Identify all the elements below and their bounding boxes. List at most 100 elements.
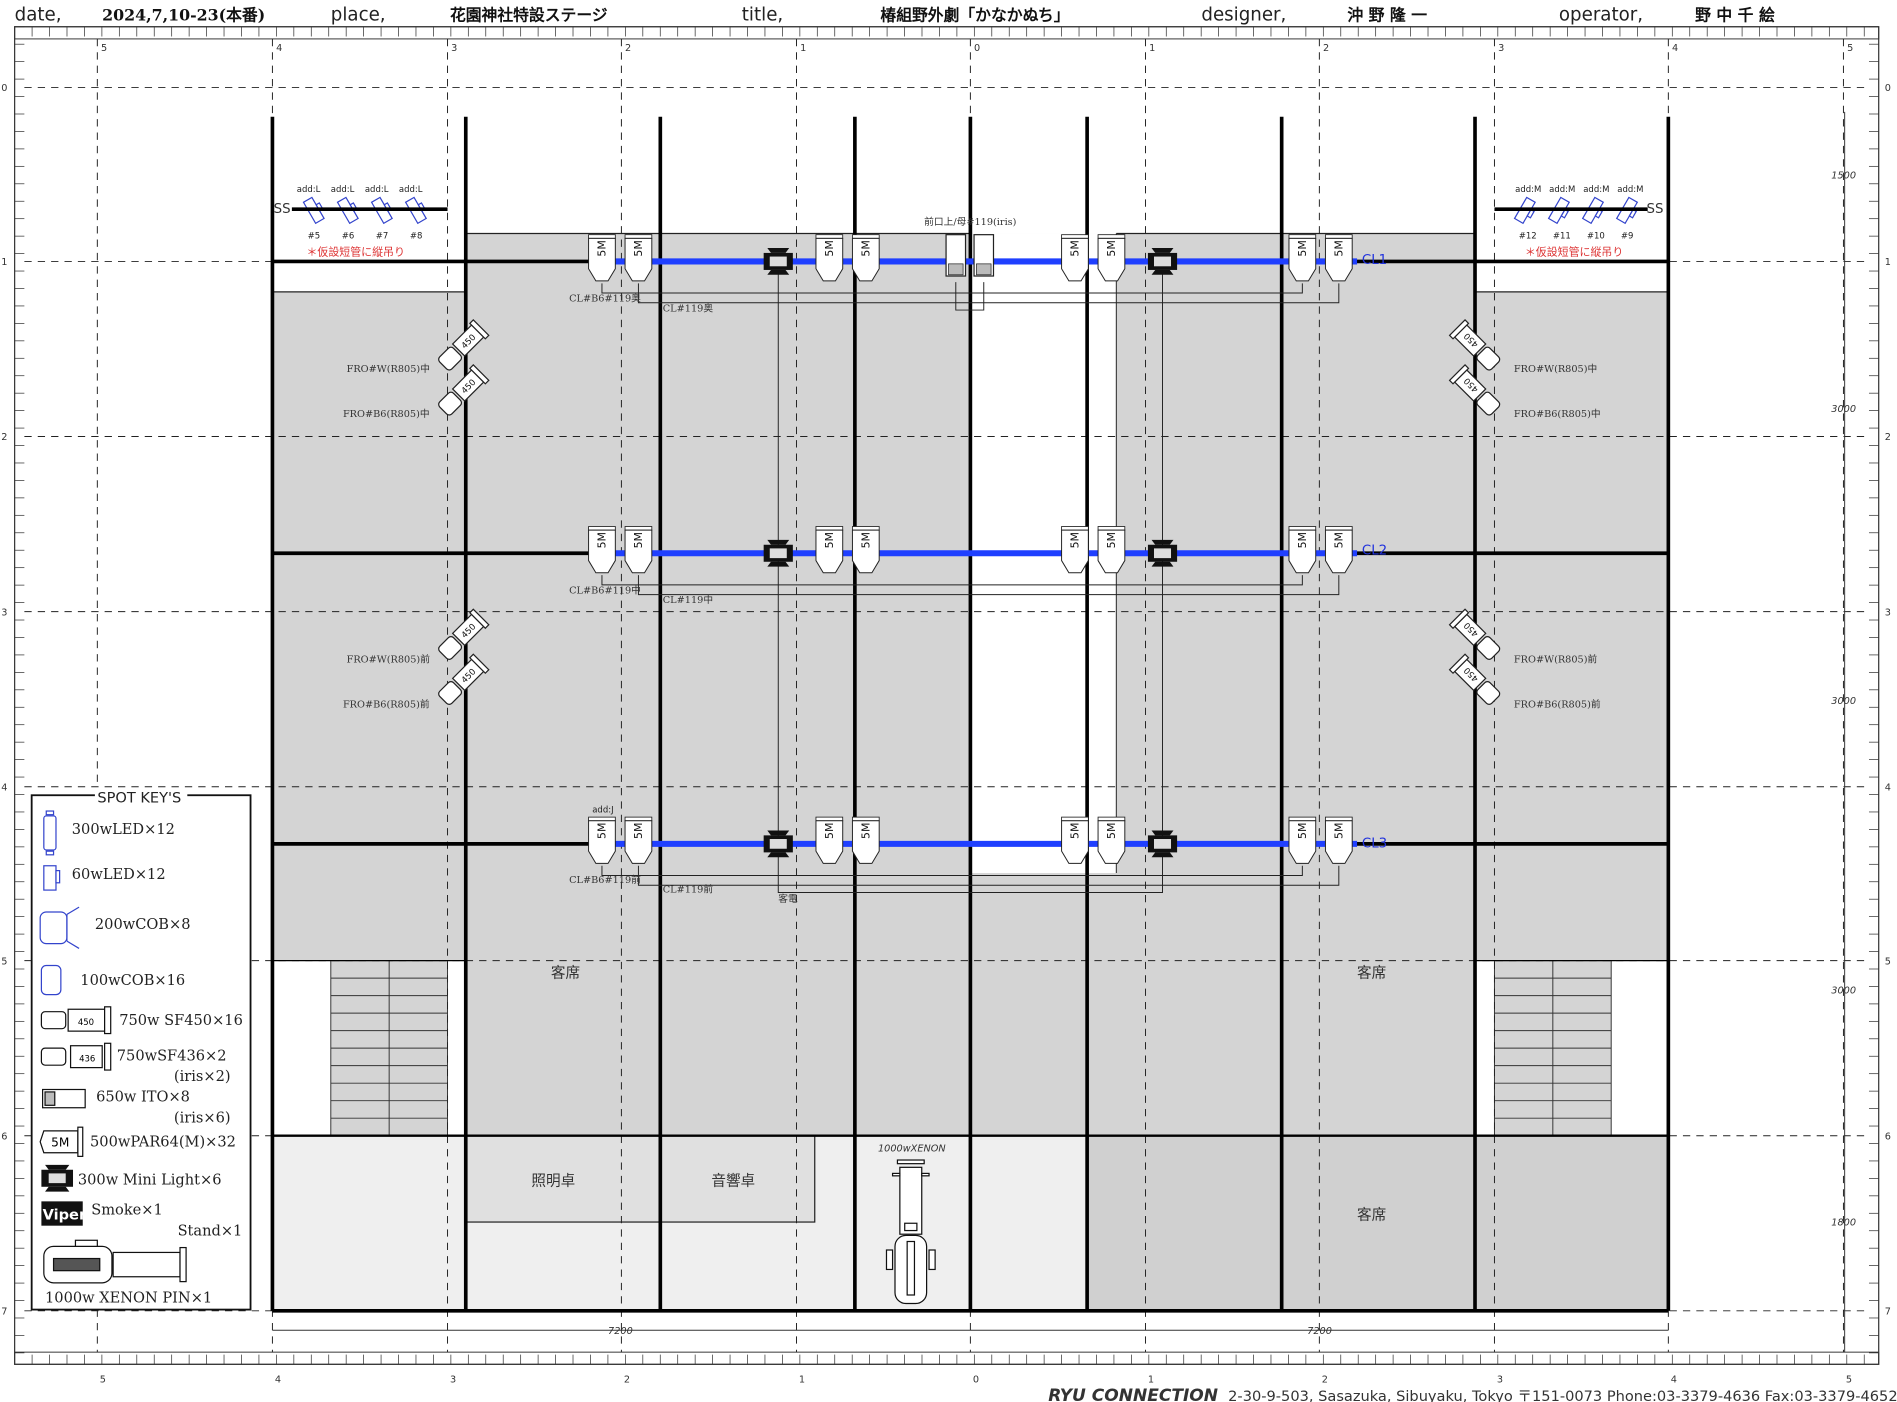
par64-5m-fixture: 5M [624, 526, 653, 574]
column-label: 1 [800, 43, 806, 54]
legend-item: 200wCOB×8 [95, 916, 191, 933]
legend-item: 300w Mini Light×6 [78, 1171, 222, 1188]
fixture-label: 5M [1105, 240, 1118, 256]
circuit-label: CL#119奥 [663, 301, 714, 314]
mini-light-barndoor [767, 248, 790, 275]
fixture-yoke [815, 234, 844, 239]
circuit-label: CL#B6#119中 [569, 583, 641, 596]
wire [601, 283, 1303, 294]
dimension-label: 1800 [1831, 1218, 1856, 1229]
led300-icon [43, 810, 57, 856]
mini-light-fixture [763, 830, 793, 858]
fixture-yoke [1325, 816, 1353, 822]
channel-number: #10 [1587, 231, 1605, 241]
row-label: 3 [1, 607, 7, 618]
fixture-body [1097, 529, 1126, 574]
row-label: 6 [1885, 1131, 1891, 1142]
fixture-label: 5M [632, 240, 645, 256]
sf450-icon [40, 1006, 112, 1035]
row-label: 4 [1885, 782, 1891, 793]
column-label: 2 [1322, 1375, 1328, 1386]
operator-value: 野 中 千 絵 [1695, 6, 1775, 25]
fixture-yoke [588, 526, 616, 531]
iris-label: 前口上/母#119(iris) [924, 215, 1016, 228]
xenon-label: 1000wXENON [878, 1144, 946, 1155]
channel-number: #6 [342, 231, 355, 241]
legend-item: 1000w XENON PIN×1 [45, 1289, 212, 1306]
fixture-label: 5M [859, 240, 872, 256]
column-label: 5 [101, 43, 107, 54]
column-label: 4 [276, 43, 282, 54]
dimension-label: 1500 [1831, 171, 1856, 182]
add-label: add:M [1583, 185, 1609, 195]
add-label: add:L [331, 185, 355, 195]
fixture-label: 5M [1332, 240, 1345, 256]
channel-number: #7 [376, 231, 389, 241]
add-label: add:L [297, 185, 321, 195]
legend-item: 60wLED×12 [72, 866, 166, 883]
fro-label: FRO#B6(R805)中 [1514, 407, 1601, 420]
fixture-yoke [1288, 526, 1317, 531]
par64-5m-fixture: 5M [815, 816, 844, 864]
company-address: 2-30-9-503, Sasazuka, Sibuyaku, Tokyo 〒1… [1228, 1388, 1897, 1402]
ruler-ticks [14, 26, 1880, 1365]
channel-number: #11 [1553, 231, 1571, 241]
row-label: 7 [1, 1306, 7, 1317]
fro-label: FRO#W(R805)中 [347, 362, 430, 375]
fixture-label: 5M [1296, 823, 1309, 839]
row-label: 0 [1, 83, 7, 94]
fixture-label: 5M [1069, 823, 1082, 839]
legend-item: Smoke×1 [91, 1202, 163, 1219]
ruler-top [14, 26, 1880, 40]
column-label: 2 [625, 43, 631, 54]
sf450-fixture: 450 [1448, 319, 1501, 371]
pipe-label-cl2: CL2 [1362, 543, 1387, 558]
dimension-label: 7200 [608, 1326, 633, 1337]
fixture-body [851, 529, 880, 574]
title-label: title, [742, 5, 783, 26]
fixture-body [624, 237, 653, 282]
designer-label: designer, [1201, 5, 1286, 26]
fixture-label: 5M [823, 532, 836, 548]
sf-lens [468, 608, 490, 630]
xenon-pin-spot-icon [885, 1159, 936, 1305]
lighting-pipes [272, 258, 1669, 847]
circuit-label: CL#119前 [663, 883, 714, 896]
sf450-fixture: 450 [1448, 364, 1501, 416]
column-label: 2 [1323, 43, 1329, 54]
fixture-body [1288, 820, 1317, 864]
fixture-label: 5M [596, 240, 609, 256]
channel-number: #5 [308, 231, 321, 241]
fixture-yoke [1325, 234, 1353, 239]
pipe-label-cl3: CL3 [1362, 837, 1387, 852]
add-label: add:M [1549, 185, 1575, 195]
mini-light-lens [1153, 256, 1172, 267]
par64-5m-fixture: 5M [1324, 234, 1353, 282]
row-label: 7 [1885, 1306, 1891, 1317]
fixture-body [624, 529, 653, 574]
fixture-body [1061, 820, 1089, 864]
fro-label: FRO#B6(R805)中 [343, 407, 430, 420]
wire [637, 575, 1340, 596]
fixture-body [815, 529, 844, 574]
fixture-body [1061, 237, 1089, 282]
date-label: date, [15, 5, 62, 26]
cob200-icon [39, 906, 80, 949]
legend-item: 750w SF450×16 [119, 1012, 243, 1029]
mini-light-fixture [1147, 248, 1178, 275]
column-label: 1 [1148, 1375, 1154, 1386]
sf-lens [468, 319, 490, 340]
legend-subitem: (iris×2) [174, 1068, 231, 1085]
fixture-label: 5M [1332, 532, 1345, 548]
column-label: 3 [1498, 43, 1504, 54]
title-block: date, 2024,7,10-23(本番) place, 花園神社特設ステージ… [15, 5, 1775, 26]
wire [601, 865, 1303, 876]
par64-5m-fixture: 5M [624, 234, 653, 282]
mini-light-lens [769, 548, 787, 559]
sf450-fixture: 450 [1448, 608, 1501, 660]
row-label: 1 [1885, 257, 1891, 268]
mini-light-icon [41, 1164, 74, 1192]
truss-columns [270, 116, 1671, 1313]
